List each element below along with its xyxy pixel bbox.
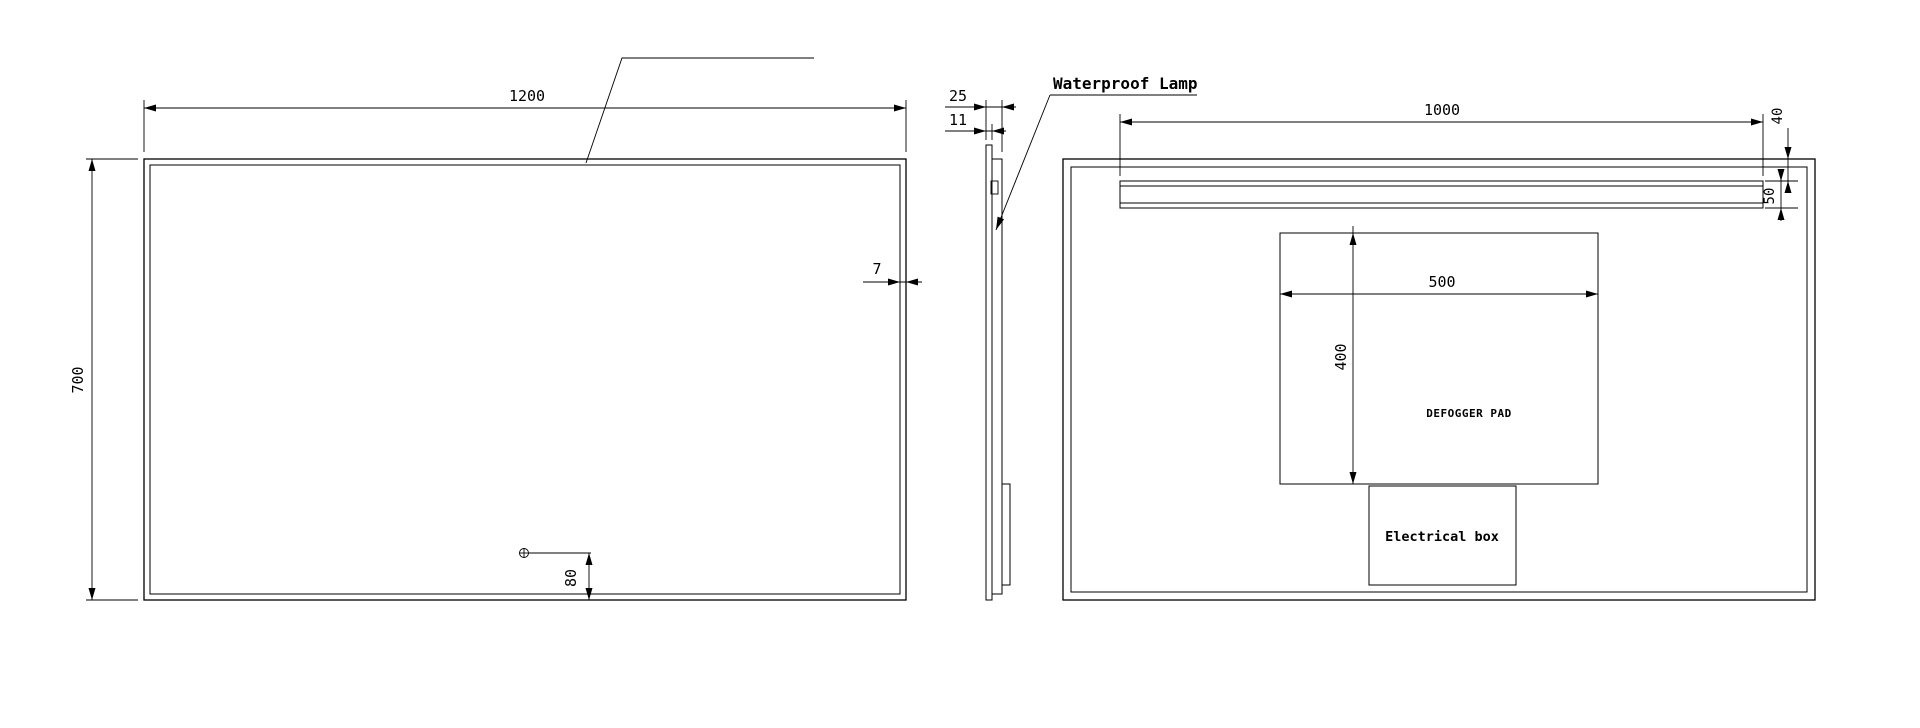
front-outer-frame (143, 158, 907, 601)
dim-lamp-offset: 40 50 (1762, 108, 1798, 221)
defogger-pad: DEFOGGER PAD 500 400 (1279, 226, 1599, 485)
dim-side-thickness: 25 (945, 87, 1016, 152)
electrical-box: Electrical box (1368, 485, 1517, 586)
side-view: 25 11 Waterproof Lamp (945, 74, 1198, 601)
arrowhead (88, 588, 96, 600)
dim-sensor-offset: 80 (529, 552, 593, 600)
dim-lamp-width: 1000 (1119, 101, 1764, 176)
dim-defogger-height: 400 (1332, 226, 1357, 484)
arrowhead (974, 103, 986, 111)
front-top-leader (585, 57, 814, 164)
leader-line (585, 57, 814, 164)
back-view: 1000 40 50 DEFOGGER PAD 500 (1062, 101, 1816, 601)
leader-line (995, 94, 1051, 231)
arrowhead (996, 216, 1005, 230)
arrowhead (1777, 208, 1785, 220)
arrowhead (1120, 118, 1132, 126)
arrowhead (888, 278, 900, 286)
side-electrical-box-profile (1001, 483, 1011, 586)
dim-side-thickness-label: 25 (949, 87, 967, 105)
sensor-switch-symbol (519, 548, 529, 558)
dim-defogger-height-label: 400 (1332, 343, 1350, 370)
waterproof-lamp-callout: Waterproof Lamp (995, 74, 1198, 231)
side-back-panel-profile (991, 158, 1003, 595)
dim-front-height: 700 (69, 158, 138, 601)
dim-lamp-height-label: 50 (1762, 188, 1778, 205)
arrowhead (144, 104, 156, 112)
back-inner-frame (1070, 166, 1808, 593)
electrical-box-outline (1368, 485, 1517, 586)
arrowhead (88, 159, 96, 171)
electrical-box-label: Electrical box (1385, 529, 1499, 545)
dim-front-height-label: 700 (69, 366, 87, 393)
dim-front-frame-offset: 7 (863, 260, 922, 286)
side-glass-profile (985, 144, 993, 601)
dim-front-frame-label: 7 (872, 260, 881, 278)
dim-defogger-width: 500 (1280, 273, 1598, 298)
dim-side-glass-label: 11 (949, 111, 967, 129)
dim-lamp-offset-label: 40 (1770, 108, 1786, 125)
defogger-pad-outline (1279, 232, 1599, 485)
arrowhead (906, 278, 918, 286)
dim-sensor-offset-label: 80 (562, 569, 580, 587)
dim-lamp-width-label: 1000 (1424, 101, 1460, 119)
dim-front-width-label: 1200 (509, 87, 545, 105)
arrowhead (1002, 103, 1014, 111)
arrowhead (1349, 472, 1357, 484)
arrowhead (1349, 233, 1357, 245)
arrowhead (992, 127, 1004, 135)
arrowhead (974, 127, 986, 135)
waterproof-lamp-label: Waterproof Lamp (1053, 74, 1198, 93)
arrowhead (894, 104, 906, 112)
dim-defogger-width-label: 500 (1428, 273, 1455, 291)
back-outer-frame (1062, 158, 1816, 601)
side-lamp-notch (990, 180, 999, 195)
arrowhead (585, 553, 593, 565)
arrowhead (1777, 169, 1785, 181)
dim-side-glass: 11 (945, 111, 1006, 140)
arrowhead (1280, 290, 1292, 298)
arrowhead (1784, 147, 1792, 159)
lamp-strip (1119, 180, 1764, 209)
arrowhead (1751, 118, 1763, 126)
front-view: 1200 700 7 80 (69, 57, 922, 601)
front-inner-frame (149, 164, 901, 595)
defogger-pad-label: DEFOGGER PAD (1426, 407, 1511, 420)
arrowhead (1586, 290, 1598, 298)
arrowhead (1784, 181, 1792, 193)
dim-front-width: 1200 (143, 87, 907, 152)
lamp-strip-outline (1119, 180, 1764, 209)
arrowhead (585, 588, 593, 600)
